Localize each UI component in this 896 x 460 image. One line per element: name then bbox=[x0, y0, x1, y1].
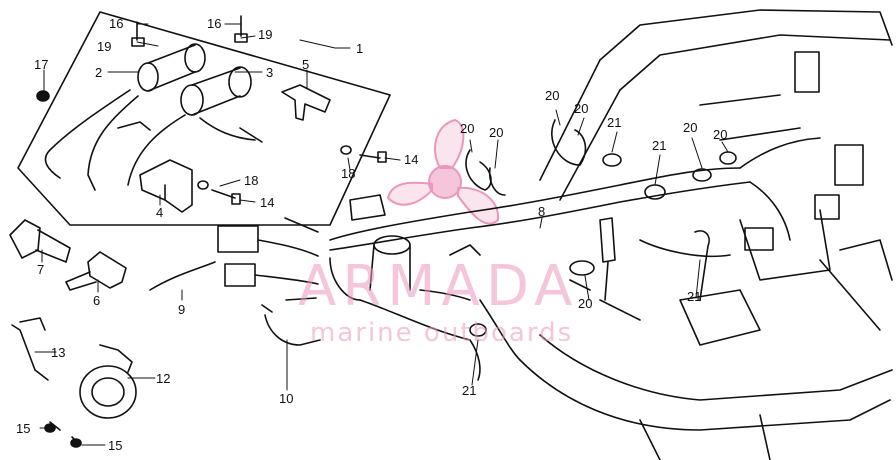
callout-3: 3 bbox=[266, 65, 274, 80]
callout-14-lower: 14 bbox=[260, 195, 275, 210]
spark-plug-cap-6 bbox=[65, 251, 127, 291]
callout-17: 17 bbox=[34, 57, 49, 72]
coil-mount-bolts bbox=[131, 15, 248, 47]
watermark-propeller-icon bbox=[387, 119, 500, 225]
horn-wire bbox=[11, 317, 49, 381]
callout-19-right: 19 bbox=[258, 27, 273, 42]
callout-21-b: 21 bbox=[652, 138, 667, 153]
vehicle-frame bbox=[479, 9, 893, 460]
callout-20-e: 20 bbox=[683, 120, 698, 135]
callout-20-c: 20 bbox=[460, 121, 475, 136]
callout-10: 10 bbox=[279, 391, 294, 406]
ignition-coil-right bbox=[127, 66, 263, 186]
callout-20-g: 20 bbox=[578, 296, 593, 311]
callout-18-upper: 18 bbox=[341, 166, 356, 181]
callout-8: 8 bbox=[538, 204, 546, 219]
callout-20-a: 20 bbox=[545, 88, 560, 103]
callout-20-f: 20 bbox=[713, 127, 728, 142]
callout-20-b: 20 bbox=[574, 101, 589, 116]
callout-6: 6 bbox=[93, 293, 101, 308]
callout-12: 12 bbox=[156, 371, 171, 386]
callout-18-lower: 18 bbox=[244, 173, 259, 188]
mount-bracket bbox=[281, 84, 331, 121]
callout-1: 1 bbox=[356, 41, 364, 56]
callout-16-left: 16 bbox=[109, 16, 124, 31]
callout-15-lower: 15 bbox=[108, 438, 123, 453]
watermark-title: ARMADA bbox=[298, 254, 579, 319]
callout-15-upper: 15 bbox=[16, 421, 31, 436]
leader-lines bbox=[34, 23, 729, 446]
callout-9: 9 bbox=[178, 302, 186, 317]
coil-group-inset-box bbox=[17, 11, 391, 226]
callout-21-c: 21 bbox=[687, 289, 702, 304]
callout-4: 4 bbox=[156, 205, 164, 220]
callout-21-a: 21 bbox=[607, 115, 622, 130]
ignition-coil-left bbox=[44, 43, 206, 191]
callout-5: 5 bbox=[302, 57, 310, 72]
bracket-mount-bolt bbox=[197, 180, 241, 205]
callout-7: 7 bbox=[37, 262, 45, 277]
ground-wire bbox=[261, 304, 321, 346]
harness-mount-bolt bbox=[340, 145, 387, 163]
callout-20-d: 20 bbox=[489, 125, 504, 140]
horn bbox=[79, 344, 137, 419]
coil-bracket bbox=[139, 159, 193, 213]
watermark-subtitle: marine outboards bbox=[310, 318, 574, 348]
sub-wire-harness bbox=[149, 217, 319, 301]
main-wire-harness bbox=[329, 51, 864, 381]
spark-plug-cap-7 bbox=[9, 219, 71, 263]
grommet bbox=[36, 90, 50, 102]
callout-13: 13 bbox=[51, 345, 66, 360]
callout-21-d: 21 bbox=[462, 383, 477, 398]
callout-2: 2 bbox=[95, 65, 103, 80]
callout-14-upper: 14 bbox=[404, 152, 419, 167]
horn-screws bbox=[44, 421, 82, 448]
callout-16-right: 16 bbox=[207, 16, 222, 31]
callout-19-left: 19 bbox=[97, 39, 112, 54]
